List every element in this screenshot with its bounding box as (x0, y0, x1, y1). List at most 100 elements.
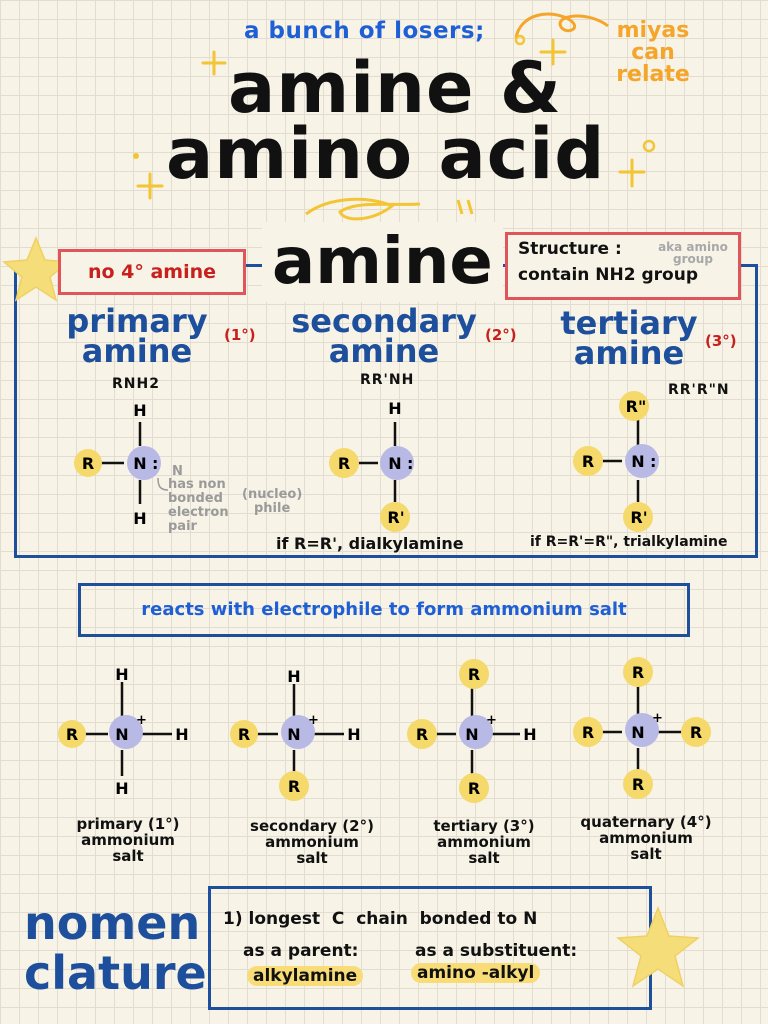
r-group-circle (573, 717, 603, 747)
formula-primary: RNH2 (112, 376, 160, 392)
r-group-circle (380, 502, 410, 532)
atom-center: N (133, 454, 146, 473)
page-title-line2: amino acid (166, 113, 606, 195)
r-group-circle (623, 657, 653, 687)
r-group-circle (329, 448, 359, 478)
type-name: amine (573, 334, 685, 372)
atom-left: R (82, 454, 94, 473)
atom-bottom: H (115, 779, 128, 798)
note-line: pair (168, 519, 197, 534)
atom-center: N (388, 454, 401, 473)
side-note-line: miyas (616, 18, 690, 43)
salt-label-primary: primary (1°) ammonium salt (48, 816, 208, 864)
degree-label: (2°) (485, 326, 517, 344)
charge: + (652, 711, 663, 726)
degree-label: (3°) (705, 332, 737, 350)
secondary-amine-heading: secondary amine (286, 305, 482, 370)
star-icon (615, 905, 701, 988)
substituent-label: as a substituent: (415, 941, 578, 961)
structure-label: Structure : (518, 239, 622, 259)
atom-center: N (287, 725, 300, 744)
heading-line: nomen (24, 896, 201, 950)
r-group-circle (74, 449, 102, 477)
salt-label-line: ammonium (81, 831, 175, 849)
salt-label-line: secondary (2°) (250, 817, 374, 835)
atom-bottom: R' (630, 508, 647, 527)
type-name: amine (328, 332, 440, 370)
quaternary-salt-structure: R R N + R R (573, 657, 711, 799)
r-group-circle (58, 720, 86, 748)
atom-left: R (238, 725, 250, 744)
note-line: has non (168, 477, 226, 492)
secondary-amine-structure: R H N : R' (329, 399, 414, 532)
atom-left: R (582, 452, 594, 471)
side-note-line: relate (616, 62, 690, 87)
formula-tertiary: RR'R"N (668, 382, 730, 398)
secondary-salt-structure: R H N + H R (230, 667, 361, 801)
parent-name: alkylamine (247, 966, 364, 986)
charge: + (308, 713, 319, 728)
parent-label: as a parent: (243, 941, 359, 961)
no-quaternary-note: no 4° amine (58, 249, 246, 295)
nitrogen-circle (380, 446, 414, 480)
atom-top: R" (626, 397, 647, 416)
amine-heading: amine (262, 222, 503, 302)
atom-top: H (287, 667, 300, 686)
atom-right: H (347, 725, 360, 744)
formula-secondary: RR'NH (360, 372, 415, 388)
r-group-circle (459, 773, 489, 803)
atom-top: R (632, 663, 644, 682)
structure-note: Structure : aka amino group contain NH2 … (505, 232, 741, 300)
r-group-circle (407, 719, 437, 749)
primary-salt-structure: R H N + H H (58, 665, 189, 798)
trialkylamine-condition: if R=R'=R", trialkylamine (530, 534, 728, 550)
dialkylamine-condition: if R=R', dialkylamine (276, 534, 464, 553)
salt-label-line: ammonium (437, 833, 531, 851)
atom-left: R (338, 454, 350, 473)
charge: + (486, 713, 497, 728)
structure-text: contain NH2 group (518, 265, 699, 285)
degree-label: (1°) (224, 326, 256, 344)
lone-pair: : (407, 454, 413, 473)
atom-center: N (631, 452, 644, 471)
primary-amine-heading: primary amine (52, 305, 222, 367)
r-group-circle (681, 717, 711, 747)
lone-pair-note: has non bonded electron pair (168, 478, 229, 534)
note-line: electron (168, 505, 229, 520)
salt-label-line: quaternary (4°) (580, 813, 712, 831)
heading-line: clature (24, 946, 207, 1000)
side-note-line: can (631, 40, 675, 65)
atom-top: R (468, 665, 480, 684)
r-group-circle (279, 771, 309, 801)
nitrogen-circle (625, 444, 659, 478)
page-title-line1: amine & (228, 47, 562, 129)
salt-label-secondary: secondary (2°) ammonium salt (232, 818, 392, 866)
atom-right: H (523, 725, 536, 744)
reaction-note: reacts with electrophile to form ammoniu… (78, 583, 690, 637)
r-group-circle (623, 769, 653, 799)
nomenclature-box: 1) longest C chain bonded to N as a pare… (208, 886, 652, 1010)
atom-top: H (133, 401, 146, 420)
note-line: phile (254, 501, 291, 516)
salt-label-line: tertiary (3°) (433, 817, 535, 835)
nucleophile-note: (nucleo) phile (242, 488, 302, 516)
note-line: (nucleo) (242, 487, 303, 502)
ammonium-salt-structures: R H N + H H R H N + H R R R N + H R (58, 657, 711, 803)
salt-label-line: primary (1°) (76, 815, 180, 833)
tertiary-amine-structure: R R" N : R' (573, 391, 659, 532)
substituent-name: amino -alkyl (411, 963, 541, 983)
type-name: tertiary (560, 304, 698, 342)
atom-right: R (690, 723, 702, 742)
r-group-circle (619, 391, 649, 421)
atom-top: H (115, 665, 128, 684)
note-arrow (157, 477, 169, 491)
salt-label-line: salt (468, 849, 500, 867)
salt-label-line: ammonium (599, 829, 693, 847)
note-n: N (172, 464, 183, 479)
nitrogen-circle (127, 446, 161, 480)
atom-bottom: R (632, 775, 644, 794)
tertiary-salt-structure: R R N + H R (407, 659, 537, 803)
r-group-circle (459, 659, 489, 689)
salt-label-line: salt (296, 849, 328, 867)
r-group-circle (573, 446, 603, 476)
